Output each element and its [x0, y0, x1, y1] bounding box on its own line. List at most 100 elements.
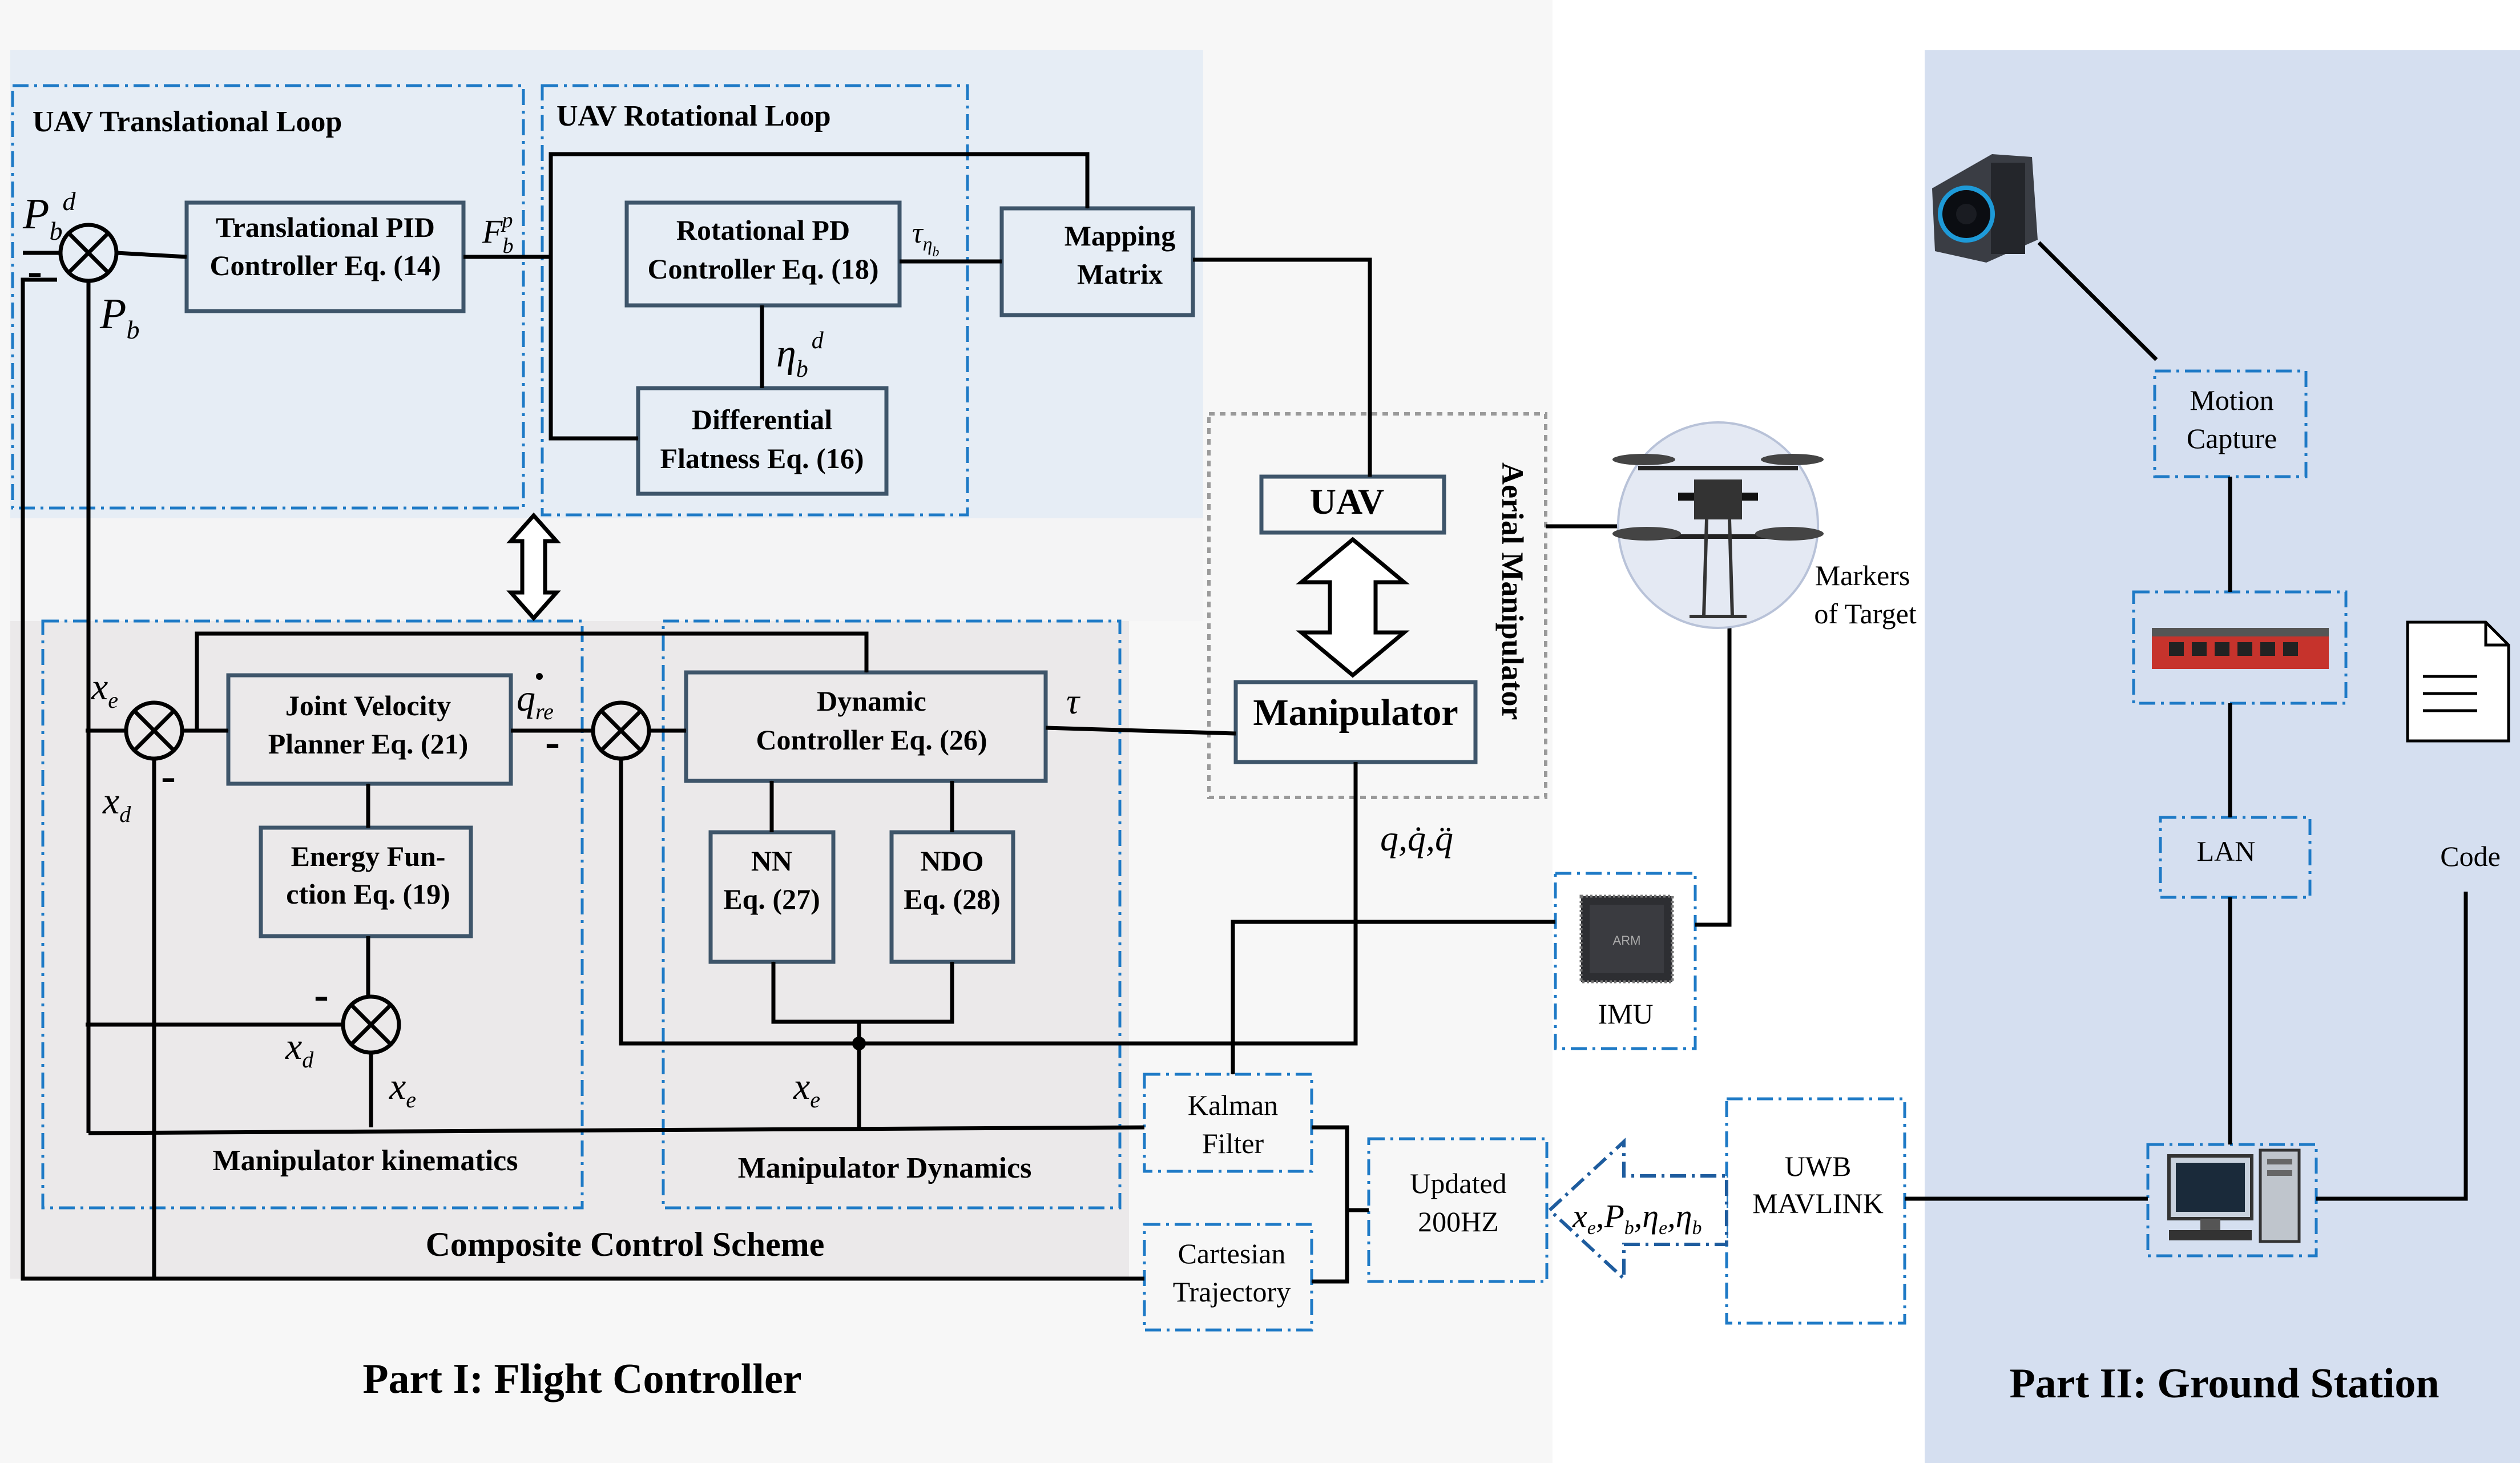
translational-loop-region — [11, 84, 525, 510]
code-to-computer-arrow — [2316, 892, 2468, 1201]
fbp-label: Fbp — [482, 208, 513, 258]
manipulator-dynamics-label: Manipulator Dynamics — [738, 1152, 1032, 1184]
kalman-filter-line2: Filter — [1202, 1127, 1264, 1159]
imu-label: IMU — [1598, 998, 1653, 1030]
code-document-icon — [2406, 620, 2510, 743]
energy-function-block[interactable] — [259, 825, 473, 938]
kalman-filter-line1: Kalman — [1188, 1089, 1278, 1121]
motion-capture-box — [2153, 369, 2308, 478]
data-link-hollow-arrow — [1547, 1138, 1728, 1283]
aerial-manipulator-region — [1207, 412, 1547, 799]
sum-to-pid-arrow — [116, 251, 187, 259]
updated-to-kalman-arrow — [1311, 1125, 1349, 1194]
part2-title: Part II: Ground Station — [2009, 1360, 2439, 1407]
manipulator-kinematics-label: Manipulator kinematics — [213, 1144, 518, 1177]
composite-scheme-label: Composite Control Scheme — [426, 1226, 825, 1263]
motion-capture-line1: Motion — [2190, 384, 2273, 416]
pb-label: Pb — [99, 290, 139, 344]
uwb-line1: UWB — [1785, 1150, 1852, 1182]
minus-sign-translational: - — [27, 245, 42, 295]
energy-function-line1: Energy Fun- — [291, 840, 446, 872]
drone-to-imu-arrow — [1695, 608, 1732, 927]
error-to-dynamic-arrow — [195, 631, 869, 731]
drone-image — [1612, 421, 1824, 629]
nn-line2: Eq. (27) — [723, 883, 820, 915]
differential-flatness-line2: Flatness Eq. (16) — [660, 442, 864, 474]
fbp-to-mapping-arrow — [549, 152, 1090, 257]
tau-to-manipulator-arrow — [1045, 726, 1236, 736]
eta-bd-label: ηbd — [776, 328, 824, 382]
state-vector-label: xe,Pb,ηe,ηb — [1572, 1198, 1701, 1239]
joint-velocity-line1: Joint Velocity — [285, 690, 451, 722]
branch-dot — [852, 1037, 866, 1050]
mapping-matrix-line2: Matrix — [1077, 258, 1163, 290]
kalman-filter-box — [1143, 1073, 1313, 1173]
updated-to-trajectory-arrow — [1311, 1194, 1349, 1284]
manipulator-dynamics-region — [662, 619, 1122, 1210]
ndo-line2: Eq. (28) — [904, 883, 1000, 915]
aerial-manipulator-label: Aerial Manipulator — [1495, 462, 1530, 720]
kalman-feedback-line — [88, 1125, 1145, 1135]
markers-line1: Markers — [1815, 559, 1910, 591]
translational-pid-line2: Controller Eq. (14) — [209, 249, 441, 281]
manipulator-kinematics-region — [41, 619, 584, 1210]
pbd-label: Pbd — [22, 187, 76, 245]
minus-sign-dynamics: - — [545, 716, 560, 766]
cartesian-trajectory-line2: Trajectory — [1173, 1276, 1291, 1308]
uwb-box — [1725, 1097, 1906, 1325]
uav-manipulator-double-arrow — [1296, 537, 1410, 678]
manipulator-label: Manipulator — [1253, 692, 1458, 733]
minus-sign-kinematics: - — [161, 751, 176, 800]
energy-function-line2: ction Eq. (19) — [286, 878, 450, 910]
svg-text:ARM: ARM — [1613, 933, 1641, 948]
updated-line2: 200HZ — [1418, 1206, 1499, 1238]
computer-image — [2167, 1148, 2301, 1243]
xe-to-ndo-arrow — [859, 961, 954, 1024]
loop-coupling-double-arrow — [506, 512, 561, 622]
ndo-line1: NDO — [920, 845, 983, 877]
uav-block[interactable] — [1259, 474, 1446, 535]
state-qqq-label: q,q̇,q̈ — [1380, 818, 1453, 859]
minus-sign-energy: - — [314, 969, 329, 1019]
router-image — [2152, 628, 2329, 669]
translational-loop-label: UAV Translational Loop — [33, 106, 342, 138]
uwb-line2: MAVLINK — [1752, 1187, 1884, 1219]
imu-chip-image: ARM — [1579, 894, 1674, 984]
qre-label: qre — [517, 678, 554, 724]
router-box — [2132, 590, 2348, 705]
rotational-loop-region — [541, 84, 969, 517]
qre-dot — [536, 673, 543, 680]
xd-kinematics-label: xd — [102, 780, 131, 827]
xe-to-nn-arrow — [771, 961, 859, 1024]
nn-line1: NN — [751, 845, 792, 877]
manipulator-state-feedback-arrow — [619, 758, 1358, 1046]
updated-box — [1367, 1137, 1549, 1283]
cartesian-trajectory-line1: Cartesian — [1178, 1238, 1286, 1269]
rotational-pd-line2: Controller Eq. (18) — [647, 253, 878, 285]
xe-dynamics-label: xe — [793, 1066, 820, 1113]
rotational-pd-line1: Rotational PD — [676, 214, 850, 246]
dynamic-controller-line1: Dynamic — [817, 685, 926, 717]
xe-energy-label: xe — [389, 1066, 416, 1113]
translational-pid-line1: Translational PID — [216, 211, 435, 243]
imu-box — [1554, 872, 1697, 1050]
code-label: Code — [2440, 840, 2501, 872]
markers-line2: of Target — [1814, 598, 1916, 630]
part1-title: Part I: Flight Controller — [362, 1356, 801, 1402]
mapping-matrix-line1: Mapping — [1065, 220, 1176, 252]
differential-flatness-line1: Differential — [692, 404, 832, 436]
joint-velocity-line2: Planner Eq. (21) — [268, 728, 469, 760]
middle-panel — [10, 518, 1203, 621]
mapping-to-uav-arrow — [1193, 257, 1372, 477]
fbp-to-flatness-arrow — [549, 257, 639, 441]
rotational-loop-label: UAV Rotational Loop — [557, 100, 831, 132]
tau-label: τ — [1066, 681, 1080, 722]
uav-label: UAV — [1310, 481, 1384, 522]
dynamic-controller-line2: Controller Eq. (26) — [756, 724, 987, 756]
ground-station-background — [1925, 50, 2520, 1463]
trajectory-feedback-line — [21, 277, 1144, 1281]
motion-capture-line2: Capture — [2187, 422, 2277, 454]
camera-to-motion-arrow — [2037, 241, 2158, 361]
lan-box — [2159, 816, 2312, 899]
